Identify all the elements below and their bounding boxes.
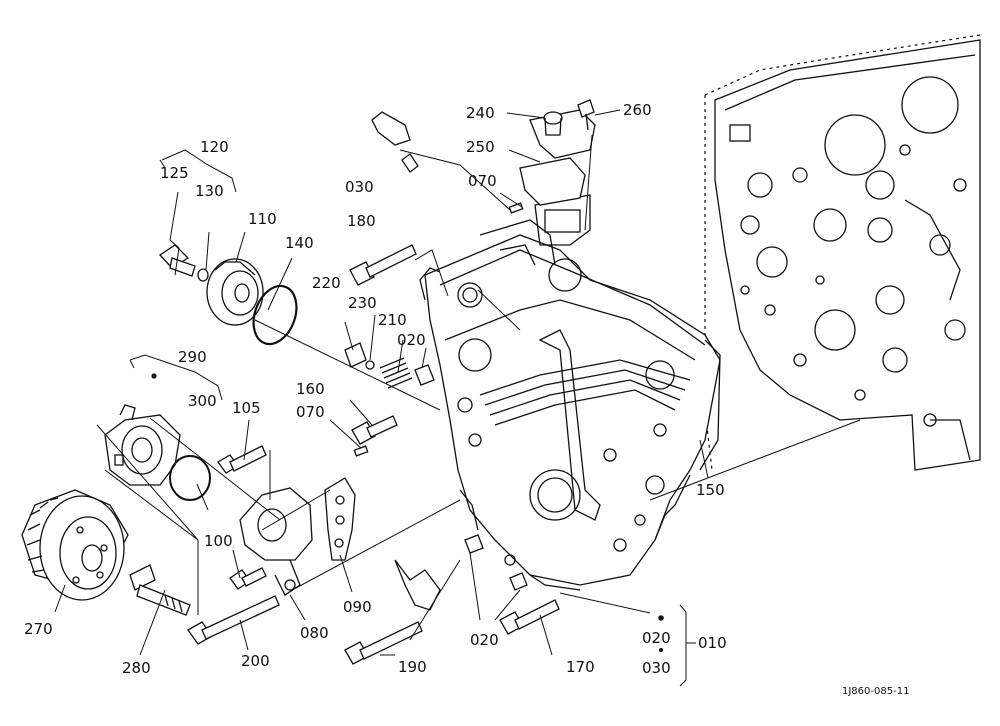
callout-260: 260 [623,101,652,119]
oil-cooler [104,404,181,486]
bolt-260 [577,99,595,131]
callout-240: 240 [466,104,495,122]
callout-220: 220 [312,274,341,292]
callout-280: 280 [122,659,151,677]
callout-020-right: 020 [642,629,671,647]
gear-case [419,194,721,591]
callout-080: 080 [300,624,329,642]
group-brackets [129,149,696,687]
o-ring-300 [169,455,211,501]
figure-code: 1J860-085-11 [842,686,909,697]
leader-lines [54,109,861,656]
callout-300: 300 [188,392,217,410]
callout-030-right: 030 [642,659,671,677]
callout-140: 140 [285,234,314,252]
gasket-090 [324,477,356,561]
callout-070-top: 070 [468,172,497,190]
pin-070-lower [353,445,369,457]
callout-230: 230 [348,294,377,312]
callout-125: 125 [160,164,189,182]
callout-070-left: 070 [296,403,325,421]
pin-070-upper [508,202,524,214]
bolt-200 [187,595,280,645]
callout-250: 250 [466,138,495,156]
o-ring-140 [252,284,298,346]
callout-030-top: 030 [345,178,374,196]
callout-020-bottom: 020 [470,631,499,649]
marker-dot-020-030 [659,648,663,652]
callout-010: 010 [698,634,727,652]
marker-dot-290 [151,373,157,379]
callout-160: 160 [296,380,325,398]
thermostat-cover [529,109,596,159]
bolt-125 [159,244,196,277]
callout-190: 190 [398,658,427,676]
callout-210: 210 [378,311,407,329]
callout-170: 170 [566,658,595,676]
plugs-020 [414,364,528,591]
pump-bracket [239,487,313,596]
relief-valve [344,342,413,389]
washer-130 [197,268,209,282]
stud-280 [129,564,191,616]
callout-180: 180 [347,212,376,230]
callout-100: 100 [204,532,233,550]
callout-150: 150 [696,481,725,499]
bolt-100 [229,567,267,590]
bolt-190 [344,621,423,665]
callout-020-top: 020 [397,331,426,349]
bolt-170 [499,599,560,635]
callout-labels: 120 125 130 110 140 030 180 220 230 210 … [24,101,909,697]
marker-dot-010 [658,615,664,621]
callout-090: 090 [343,598,372,616]
callout-290: 290 [178,348,207,366]
bolt-105 [217,445,267,474]
callout-105: 105 [232,399,261,417]
bolt-160 [351,415,398,445]
oil-filter [21,489,129,601]
gasket-250 [519,157,586,206]
bolt-180 [349,244,417,286]
callout-120: 120 [200,138,229,156]
callout-110: 110 [248,210,277,228]
callout-270: 270 [24,620,53,638]
breather-030 [371,111,419,173]
callout-130: 130 [195,182,224,200]
callout-200: 200 [241,652,270,670]
cylinder-block [704,34,981,471]
oil-pump-cover [206,258,264,326]
